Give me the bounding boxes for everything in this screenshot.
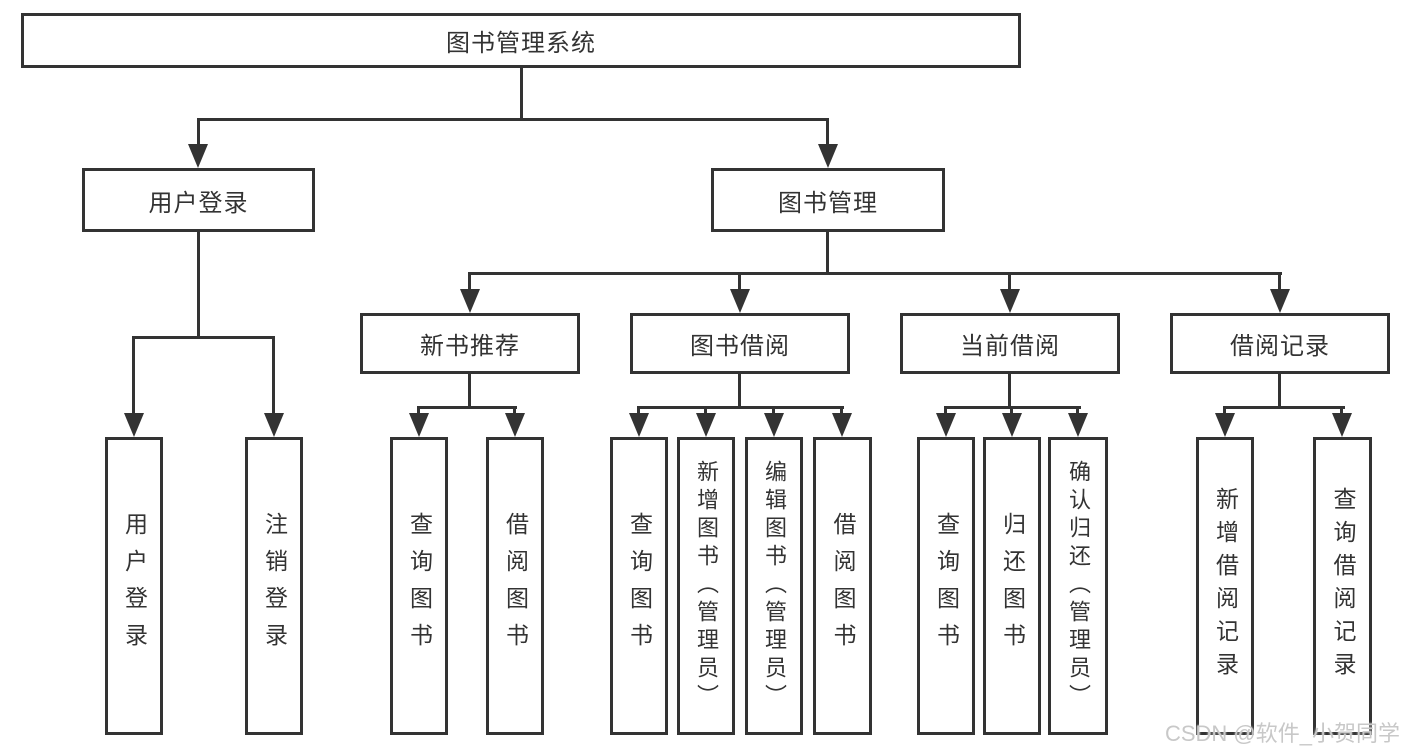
arrow-down-icon: [764, 413, 784, 437]
node-label: 图书借阅: [690, 333, 790, 360]
vline: [738, 374, 741, 406]
arrow-down-icon: [264, 413, 284, 437]
node-borrowing-records: 借阅记录: [1170, 313, 1390, 374]
vline: [513, 406, 516, 416]
arrow-down-icon: [936, 413, 956, 437]
vline: [1278, 272, 1281, 292]
leaf-query-books-recommend: 查询图书: [390, 437, 448, 735]
leaf-label: 用户登录: [121, 512, 148, 660]
vline: [197, 118, 200, 148]
vline: [1340, 406, 1343, 416]
vline: [1008, 272, 1011, 292]
node-user-login: 用户登录: [82, 168, 315, 232]
node-current-borrowing: 当前借阅: [900, 313, 1120, 374]
hline: [468, 272, 1282, 275]
vline: [417, 406, 420, 416]
leaf-add-book-admin: 新增图书（管理员）: [677, 437, 735, 735]
leaf-edit-book-admin: 编辑图书（管理员）: [745, 437, 803, 735]
arrow-down-icon: [1000, 289, 1020, 313]
arrow-down-icon: [188, 144, 208, 168]
leaf-confirm-return-admin: 确认归还（管理员）: [1048, 437, 1108, 735]
node-label: 图书管理系统: [446, 30, 596, 57]
node-label: 图书管理: [778, 189, 878, 217]
arrow-down-icon: [629, 413, 649, 437]
hline: [197, 118, 829, 121]
vline: [1076, 406, 1079, 416]
leaf-label: 确认归还（管理员）: [1066, 460, 1091, 712]
leaf-add-borrow-record: 新增借阅记录: [1196, 437, 1254, 735]
leaf-label: 编辑图书（管理员）: [762, 460, 787, 712]
vline: [738, 272, 741, 292]
arrow-down-icon: [1068, 413, 1088, 437]
node-book-management: 图书管理: [711, 168, 945, 232]
leaf-label: 借阅图书: [502, 512, 529, 660]
leaf-label: 查询图书: [933, 512, 960, 660]
leaf-label: 借阅图书: [830, 512, 856, 660]
arrow-down-icon: [818, 144, 838, 168]
hline: [637, 406, 844, 409]
arrow-down-icon: [460, 289, 480, 313]
vline: [197, 232, 200, 336]
vline: [826, 118, 829, 148]
node-label: 借阅记录: [1230, 333, 1330, 360]
vline: [468, 272, 471, 292]
node-new-book-recommend: 新书推荐: [360, 313, 580, 374]
leaf-query-borrow-record: 查询借阅记录: [1313, 437, 1372, 735]
arrow-down-icon: [409, 413, 429, 437]
vline: [637, 406, 640, 416]
leaf-label: 查询图书: [626, 512, 653, 660]
vline: [840, 406, 843, 416]
node-label: 新书推荐: [420, 333, 520, 360]
leaf-label: 新增借阅记录: [1212, 487, 1239, 685]
watermark: CSDN @软件_小贺同学: [1164, 721, 1400, 746]
vline: [1223, 406, 1226, 416]
arrow-down-icon: [696, 413, 716, 437]
leaf-logout: 注销登录: [245, 437, 303, 735]
arrow-down-icon: [730, 289, 750, 313]
node-label: 用户登录: [148, 189, 249, 217]
leaf-borrow-books-borrowing: 借阅图书: [813, 437, 872, 735]
vline: [468, 374, 471, 406]
leaf-label: 查询借阅记录: [1330, 487, 1356, 685]
vline: [272, 336, 275, 416]
leaf-query-books-borrowing: 查询图书: [610, 437, 668, 735]
leaf-borrow-books-recommend: 借阅图书: [486, 437, 544, 735]
vline: [944, 406, 947, 416]
arrow-down-icon: [832, 413, 852, 437]
vline: [520, 68, 523, 118]
leaf-user-login: 用户登录: [105, 437, 163, 735]
vline: [1008, 374, 1011, 406]
leaf-label: 新增图书（管理员）: [694, 460, 719, 712]
leaf-label: 归还图书: [999, 512, 1026, 660]
leaf-return-books: 归还图书: [983, 437, 1041, 735]
vline: [132, 336, 135, 416]
node-book-borrowing: 图书借阅: [630, 313, 850, 374]
leaf-query-books-current: 查询图书: [917, 437, 975, 735]
arrow-down-icon: [505, 413, 525, 437]
hline: [417, 406, 517, 409]
vline: [1278, 374, 1281, 406]
vline: [1010, 406, 1013, 416]
vline: [826, 232, 829, 272]
arrow-down-icon: [1270, 289, 1290, 313]
arrow-down-icon: [1215, 413, 1235, 437]
vline: [704, 406, 707, 416]
arrow-down-icon: [124, 413, 144, 437]
leaf-label: 查询图书: [406, 512, 433, 660]
arrow-down-icon: [1002, 413, 1022, 437]
leaf-label: 注销登录: [261, 512, 288, 660]
hline: [1223, 406, 1345, 409]
arrow-down-icon: [1332, 413, 1352, 437]
hline: [132, 336, 275, 339]
vline: [772, 406, 775, 416]
node-library-management-system: 图书管理系统: [21, 13, 1021, 68]
node-label: 当前借阅: [960, 333, 1060, 360]
